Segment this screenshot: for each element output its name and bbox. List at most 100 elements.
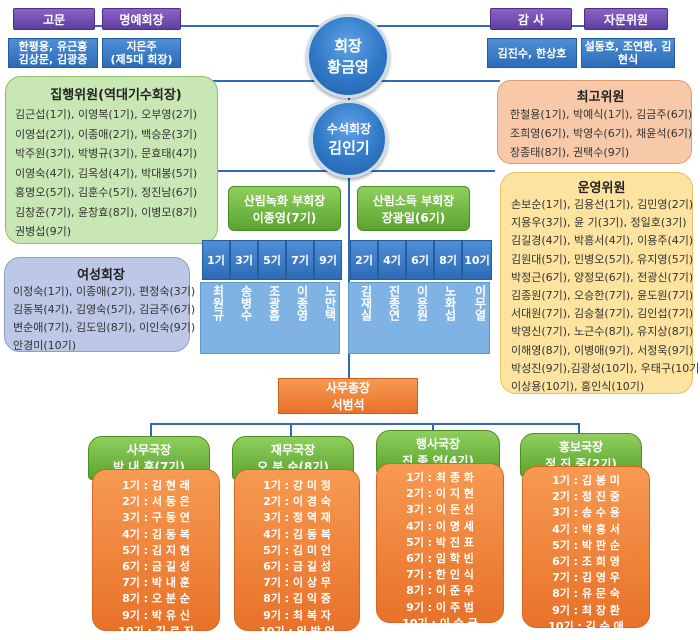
- vp-income-name: 장광일(6기): [381, 210, 446, 225]
- dept-pr-member: 5기 : 박 판 순: [552, 538, 620, 552]
- dept-pr-member: 3기 : 송 수 용: [552, 506, 620, 520]
- vp-income-member: 진종연: [387, 285, 401, 321]
- executive-committee-title: 집행위원(역대기수회장): [50, 88, 182, 103]
- dept-events-member: 2기 : 이 지 현: [406, 487, 474, 501]
- women-line: 이정숙(1기), 이종애(2기), 편정숙(3기): [13, 285, 196, 298]
- dept-events-member: 5기 : 박 진 표: [406, 535, 474, 549]
- dept-office-member: 3기 : 구 동 연: [122, 511, 190, 525]
- dept-office-member: 4기 : 김 동 복: [122, 527, 190, 541]
- vp-forest-greening: 산림녹화 부회장 이종영(7기): [228, 186, 341, 231]
- women-line: 김동복(4기), 김영숙(5기), 김금주(6기): [13, 303, 196, 316]
- dept-office-title: 사무국장: [126, 443, 172, 457]
- vp-green-cohort: 7기: [286, 240, 314, 280]
- vp-green-cohort: 1기: [202, 240, 230, 280]
- connector-dept-2: [290, 423, 292, 440]
- connector-main-vertical: [348, 70, 350, 400]
- steering-committee-panel: 운영위원 손보순(1기), 김용선(1기), 김민영(2기) 지용우(3기), …: [500, 172, 700, 394]
- dept-events-member: 3기 : 이 돈 선: [406, 503, 474, 517]
- executive-line: 김근섭(1기), 이영복(1기), 오부영(2기): [15, 108, 198, 121]
- dept-pr-member: 9기 : 최 장 환: [552, 603, 620, 617]
- steering-line: 김길경(4기), 박흥서(4기), 이용주(4기): [511, 234, 694, 248]
- dept-office-member: 6기 : 금 길 성: [122, 560, 190, 574]
- steering-line: 지용우(3기), 윤 기(3기), 정일호(3기): [511, 216, 687, 230]
- vp-income-member: 노화섭: [443, 285, 457, 321]
- steering-committee-title: 운영위원: [577, 181, 626, 196]
- connector-dept-4: [578, 423, 580, 438]
- supreme-committee-title: 최고위원: [576, 90, 625, 105]
- honorary-president-label: 명예회장: [102, 8, 181, 30]
- vp-green-member: 송병수: [239, 285, 253, 321]
- dept-events-member: 6기 : 임 학 빈: [406, 552, 474, 566]
- dept-finance-title: 재무국장: [270, 443, 316, 457]
- dept-finance-member: 5기 : 김 미 언: [263, 543, 331, 557]
- executive-line: 홍명오(5기), 김훈수(5기), 정진남(6기): [15, 186, 198, 199]
- secretary-general-name: 서범석: [331, 398, 365, 412]
- connector-left-branch: [200, 80, 348, 82]
- dept-office-member: 5기 : 김 지 현: [122, 543, 190, 557]
- vp-green-names-block: 최원규 송병수 조광흠 이종영 노만택: [200, 282, 340, 354]
- vp-green-member: 이종영: [295, 285, 309, 321]
- steering-line: 손보순(1기), 김용선(1기), 김민영(2기): [511, 198, 694, 211]
- dept-finance-member: 10기 : 임 방 언: [259, 624, 335, 638]
- dept-finance-member: 7기 : 이 상 무: [263, 576, 331, 590]
- dept-events-title: 행사국장: [415, 437, 461, 451]
- dept-finance-member: 3기 : 정 역 재: [263, 511, 331, 525]
- vp-green-cohort: 3기: [230, 240, 258, 280]
- president-title: 회장: [334, 37, 362, 55]
- secretary-general-box: 사무총장 서범석: [278, 378, 418, 414]
- dept-finance-member: 6기 : 금 길 성: [263, 560, 331, 574]
- women-president-panel: 여성회장 이정숙(1기), 이종애(2기), 편정숙(3기) 김동복(4기), …: [4, 257, 196, 352]
- president-name: 황금영: [327, 58, 369, 76]
- vp-income-member: 김재실: [359, 285, 373, 321]
- dept-office-members: 1기 : 김 현 래 2기 : 서 동 은 3기 : 구 동 연 4기 : 김 …: [92, 469, 220, 638]
- vp-income-member: 이무열: [473, 285, 487, 321]
- dept-office-member: 10기 : 김 로 진: [118, 624, 194, 638]
- honorary-names-line-1: 지은주: [126, 40, 157, 53]
- dept-pr-member: 2기 : 정 진 중: [552, 490, 620, 504]
- dept-finance-member: 4기 : 김 동 복: [263, 527, 331, 541]
- dept-events-member: 9기 : 이 주 범: [406, 600, 474, 614]
- dept-finance-members: 1기 : 강 미 정 2기 : 이 경 숙 3기 : 정 역 재 4기 : 김 …: [234, 469, 360, 638]
- dept-events-member: 8기 : 이 준 우: [406, 584, 474, 598]
- executive-committee-panel: 집행위원(역대기수회장) 김근섭(1기), 이영복(1기), 오부영(2기) 이…: [5, 76, 218, 244]
- advisor-names: 한평용, 유근홍 김상문, 김광중: [8, 38, 98, 68]
- women-president-title: 여성회장: [77, 268, 125, 283]
- connector-dept-1: [150, 423, 152, 440]
- connector-left-mid: [218, 170, 348, 172]
- vp-income-cohort: 6기: [406, 240, 434, 280]
- vp-green-cohort: 5기: [258, 240, 286, 280]
- dept-pr-member: 4기 : 박 흥 서: [552, 522, 620, 536]
- vp-income-cohort: 4기: [378, 240, 406, 280]
- consultant-names: 설동호, 조연환, 김현식: [581, 38, 675, 68]
- executive-line: 이영숙(4기), 김옥성(4기), 박대봉(5기): [15, 166, 198, 180]
- consultant-label: 자문위원: [584, 8, 668, 30]
- advisor-names-line-2: 김상문, 김광중: [18, 53, 88, 66]
- advisor-label: 고문: [13, 8, 95, 30]
- vp-green-member: 노만택: [323, 285, 337, 321]
- vp-green-title: 산림녹화 부회장: [243, 193, 326, 208]
- executive-line: 박주원(3기), 박병규(3기), 문효태(4기): [15, 147, 198, 160]
- dept-events-member: 7기 : 한 인 식: [406, 568, 474, 582]
- dept-events-members: 1기 : 최 종 화 2기 : 이 지 현 3기 : 이 돈 선 4기 : 이 …: [376, 463, 504, 630]
- dept-office-member: 2기 : 서 동 은: [122, 495, 190, 509]
- dept-office-member: 1기 : 김 현 래: [122, 479, 190, 492]
- dept-finance-member: 1기 : 강 미 정: [263, 479, 331, 492]
- dept-pr-member: 6기 : 조 희 영: [552, 555, 620, 569]
- auditor-names: 김진수, 한상호: [487, 38, 577, 68]
- secretary-general-title: 사무총장: [325, 381, 371, 395]
- steering-line: 박영신(7기), 노근수(8기), 유지상(8기): [511, 325, 694, 339]
- auditor-label: 감 사: [490, 8, 572, 30]
- vp-income-member: 이용원: [415, 285, 429, 321]
- dept-office-member: 9기 : 박 유 신: [122, 608, 190, 622]
- advisor-names-line-1: 한평용, 유근홍: [18, 40, 88, 53]
- senior-vp-circle: 수석회장 김인기: [310, 100, 388, 178]
- dept-events-member: 1기 : 최 종 화: [406, 471, 474, 484]
- dept-events-member: 10기 : 이 승 국: [402, 616, 478, 630]
- steering-line: 서대원(7기), 김승철(7기), 김인섭(7기): [511, 307, 694, 321]
- honorary-names-line-2: (제5대 회장): [110, 53, 173, 66]
- steering-line: 박성진(9기),김광성(10기), 우태구(10기): [511, 361, 700, 375]
- connector-dept-horizontal: [150, 423, 580, 425]
- executive-line: 이영섭(2기), 이종애(2기), 백승운(3기): [15, 127, 198, 141]
- president-circle: 회장 황금영: [306, 14, 390, 98]
- vp-income-cohort: 10기: [462, 240, 492, 280]
